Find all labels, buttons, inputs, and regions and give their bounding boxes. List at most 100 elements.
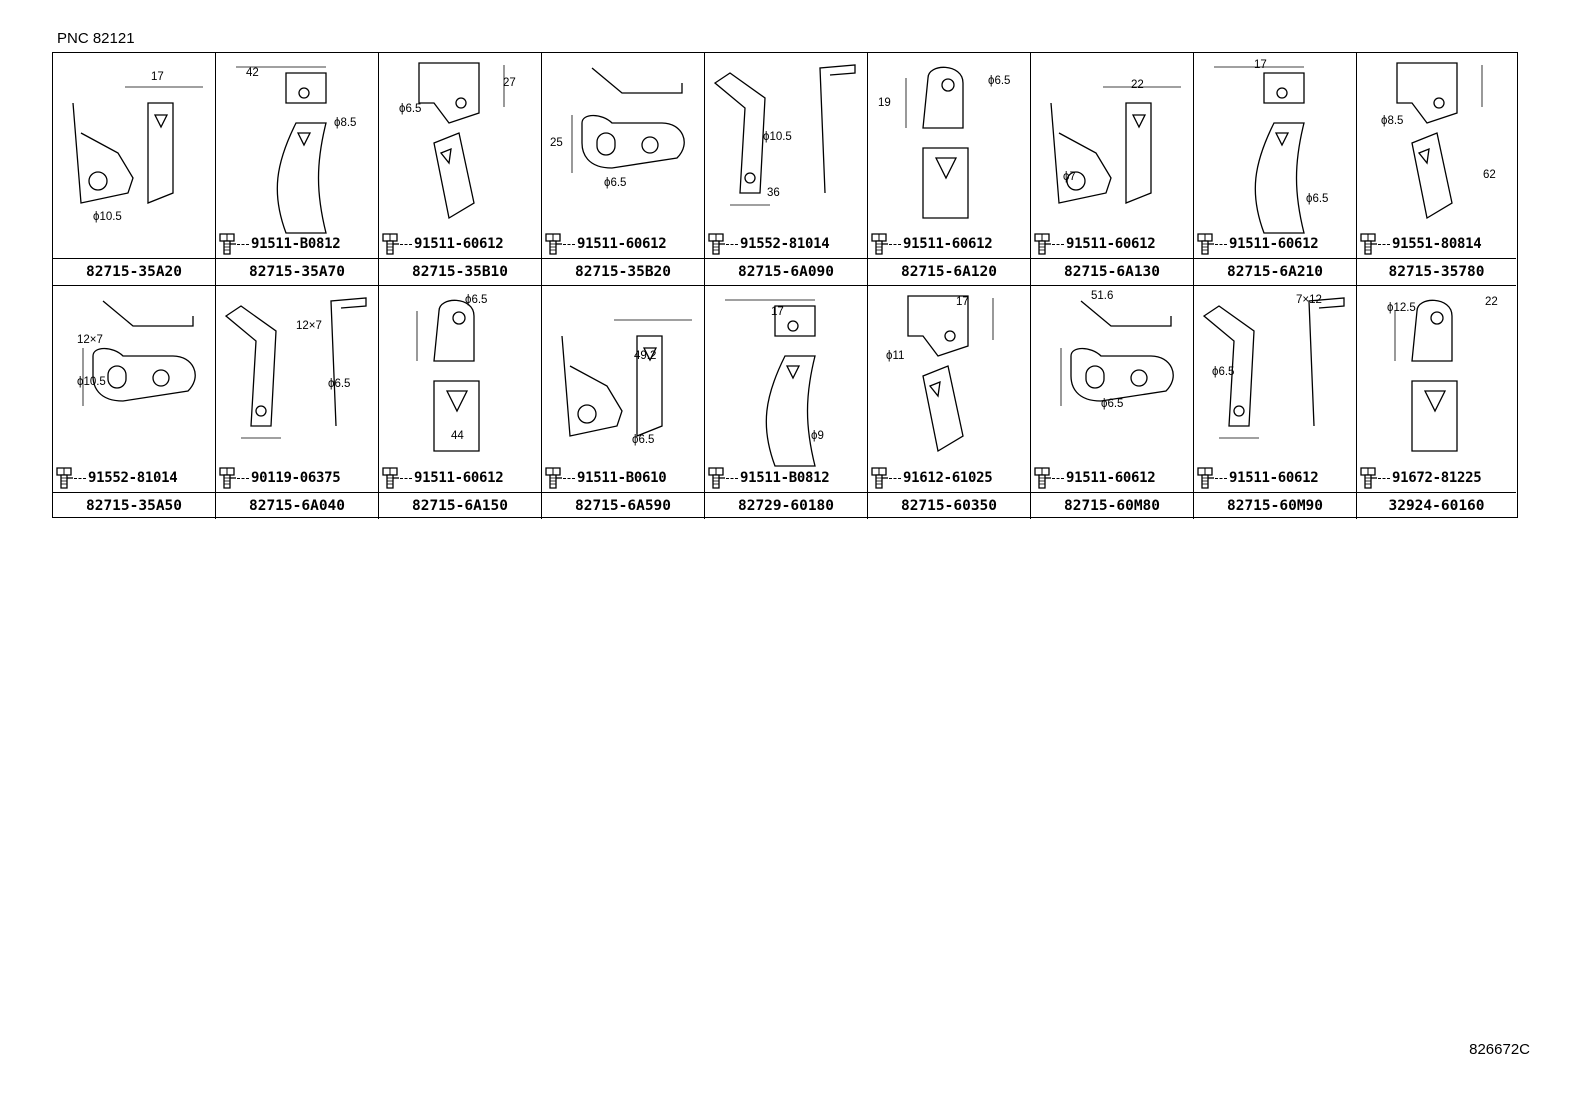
bolt-callout[interactable]: 91511-60612 (381, 233, 504, 255)
bolt-hole (942, 79, 954, 91)
dimension-label: 17 (151, 71, 164, 83)
leader-line (726, 243, 738, 245)
bolt-callout[interactable]: 91511-60612 (381, 467, 504, 489)
bolt-callout[interactable]: 91511-60612 (1196, 233, 1319, 255)
bolt-callout[interactable]: 91511-B0610 (544, 467, 667, 489)
part-drawing (216, 53, 379, 259)
part-number[interactable]: 32924-60160 (1357, 492, 1516, 519)
bolt-callout[interactable]: 91612-61025 (870, 467, 993, 489)
bolt-callout[interactable]: 91672-81225 (1359, 467, 1482, 489)
bracket-top (286, 73, 326, 103)
part-drawing (1194, 286, 1357, 492)
dimension-label: 19 (878, 97, 891, 109)
bracket-top (923, 67, 963, 128)
part-number[interactable]: 82715-35A70 (216, 258, 378, 285)
part-drawing (53, 53, 216, 259)
part-number[interactable]: 82715-35B10 (379, 258, 541, 285)
bolt-icon (544, 233, 562, 255)
part-number[interactable]: 82729-60180 (705, 492, 867, 519)
bolt-callout[interactable]: 91552-81014 (707, 233, 830, 255)
part-number[interactable]: 82715-60M90 (1194, 492, 1356, 519)
bolt-callout[interactable]: 91552-81014 (55, 467, 178, 489)
part-drawing (1031, 286, 1194, 492)
part-number[interactable]: 82715-35780 (1357, 258, 1516, 285)
part-number[interactable]: 82715-6A590 (542, 492, 704, 519)
bracket-top (1397, 63, 1457, 123)
part-number[interactable]: 82715-6A120 (868, 258, 1030, 285)
dimension-label: ϕ6.5 (1212, 366, 1235, 378)
part-number[interactable]: 82715-60350 (868, 492, 1030, 519)
bolt-icon (381, 467, 399, 489)
leader-line (1215, 243, 1227, 245)
bolt-callout[interactable]: 91511-60612 (1196, 467, 1319, 489)
dimension-label: ϕ6.5 (1306, 193, 1329, 205)
bolt-part-number: 91511-B0812 (251, 236, 341, 252)
part-number[interactable]: 82715-6A040 (216, 492, 378, 519)
bolt-part-number: 91552-81014 (740, 236, 830, 252)
bolt-callout[interactable]: 90119-06375 (218, 467, 341, 489)
part-number[interactable]: 82715-6A130 (1031, 258, 1193, 285)
bolt-callout[interactable]: 91511-B0812 (707, 467, 830, 489)
bolt-icon (1359, 233, 1377, 255)
bracket-arm (923, 366, 963, 451)
part-number[interactable]: 82715-6A210 (1194, 258, 1356, 285)
leader-line (563, 243, 575, 245)
part-number[interactable]: 82715-35A50 (53, 492, 215, 519)
part-number[interactable]: 82715-60M80 (1031, 492, 1193, 519)
bolt-callout[interactable]: 91511-60612 (1033, 467, 1156, 489)
bracket-top (1264, 73, 1304, 103)
bolt-hole (745, 173, 755, 183)
part-number[interactable]: 82715-35B20 (542, 258, 704, 285)
bolt-part-number: 91511-B0610 (577, 470, 667, 486)
bolt-hole (299, 88, 309, 98)
bolt-hole (453, 312, 465, 324)
bolt-icon (1359, 467, 1377, 489)
bolt-callout[interactable]: 91511-60612 (544, 233, 667, 255)
bracket-flange (637, 336, 662, 436)
part-number[interactable]: 82715-6A090 (705, 258, 867, 285)
part-drawing (705, 53, 868, 259)
part-number[interactable]: 82715-6A150 (379, 492, 541, 519)
bolt-callout[interactable]: 91551-80814 (1359, 233, 1482, 255)
bolt-part-number: 91511-60612 (1229, 470, 1319, 486)
dimension-label: ϕ10.5 (763, 131, 792, 143)
bolt-part-number: 91511-B0812 (740, 470, 830, 486)
leader-line (1052, 243, 1064, 245)
triangle-hole (936, 158, 956, 178)
dimension-label: 22 (1131, 79, 1144, 91)
bracket-arm (715, 73, 765, 193)
dimension-label: ϕ6.5 (465, 294, 488, 306)
bracket-arm (277, 123, 326, 233)
bracket-top (434, 300, 474, 361)
bolt-callout[interactable]: 91511-B0812 (218, 233, 341, 255)
bracket-flange (1126, 103, 1151, 203)
bolt-callout[interactable]: 91511-60612 (1033, 233, 1156, 255)
part-drawing (542, 53, 705, 259)
dimension-label: ϕ6.5 (1101, 398, 1124, 410)
bolt-callout[interactable]: 91511-60612 (870, 233, 993, 255)
part-number[interactable]: 82715-35A20 (53, 258, 215, 285)
bolt-part-number: 91511-60612 (414, 236, 504, 252)
bolt-hole (1434, 98, 1444, 108)
bracket-plate (562, 336, 622, 436)
dimension-label: 12×7 (77, 334, 103, 346)
bolt-part-number: 90119-06375 (251, 470, 341, 486)
